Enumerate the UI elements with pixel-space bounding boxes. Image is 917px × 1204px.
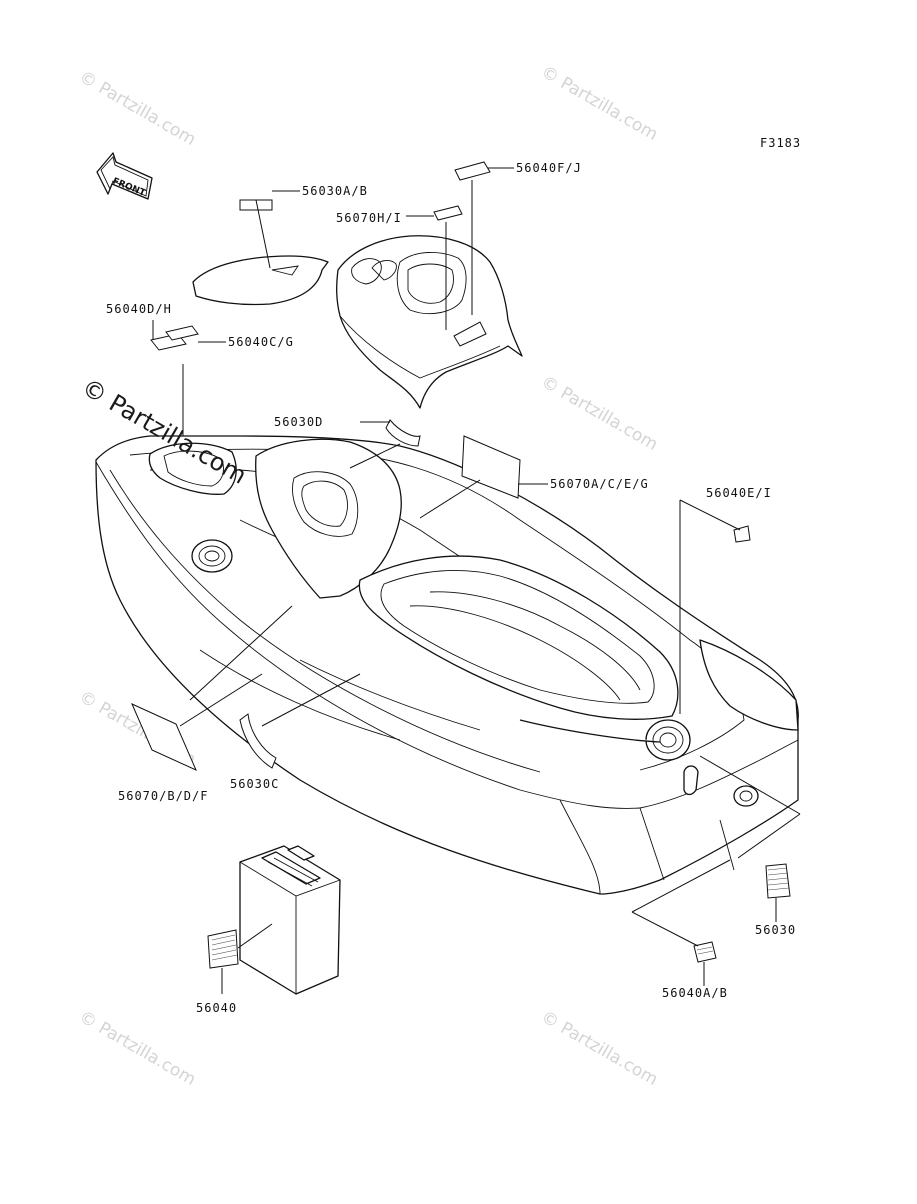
decal-56040 <box>207 929 239 969</box>
round-cover-front <box>191 539 233 573</box>
decal-56040c-g <box>165 325 199 341</box>
deck-plate <box>255 438 679 720</box>
seat-cover <box>192 255 329 306</box>
decal-56040e-i <box>733 525 751 543</box>
hood-cover <box>336 235 523 409</box>
figure-code: F3183 <box>760 136 801 150</box>
watermark: © Partzilla.com <box>538 62 662 145</box>
label-56040e-i: 56040E/I <box>706 486 772 500</box>
hull-body <box>95 435 799 895</box>
decal-56030a-b <box>239 199 273 211</box>
rear-bumper <box>519 639 799 743</box>
decal-56030 <box>765 863 791 899</box>
label-56040a-b: 56040A/B <box>662 986 728 1000</box>
label-56070h-i: 56070H/I <box>336 211 402 225</box>
decal-56070h-i <box>433 205 463 221</box>
decal-56070-b-d-f <box>131 703 197 771</box>
battery <box>239 845 341 995</box>
label-56030: 56030 <box>755 923 796 937</box>
label-56030c: 56030C <box>230 777 279 791</box>
round-cover-rear <box>645 719 691 761</box>
decal-56070a-c-e-g <box>461 435 521 499</box>
label-56070a-c-e-g: 56070A/C/E/G <box>550 477 649 491</box>
decal-56030c <box>239 713 277 769</box>
decal-56040a-b <box>693 941 717 963</box>
decal-56040f-j <box>454 161 491 181</box>
front-hatch <box>148 442 237 495</box>
label-56040d-h: 56040D/H <box>106 302 172 316</box>
watermark: © Partzilla.com <box>538 1007 662 1090</box>
label-56030d: 56030D <box>274 415 323 429</box>
watermark: © Partzilla.com <box>76 1007 200 1090</box>
rear-fitting <box>683 765 699 796</box>
label-56030a-b: 56030A/B <box>302 184 368 198</box>
watermark: © Partzilla.com <box>76 67 200 150</box>
label-56040f-j: 56040F/J <box>516 161 582 175</box>
label-56070-b-d-f: 56070/B/D/F <box>118 789 208 803</box>
watermark: © Partzilla.com <box>538 372 662 455</box>
front-arrow-icon: FRONT <box>96 152 153 200</box>
label-56040: 56040 <box>196 1001 237 1015</box>
label-56040c-g: 56040C/G <box>228 335 294 349</box>
decal-56030d <box>385 419 421 447</box>
rear-exhaust <box>733 785 759 807</box>
